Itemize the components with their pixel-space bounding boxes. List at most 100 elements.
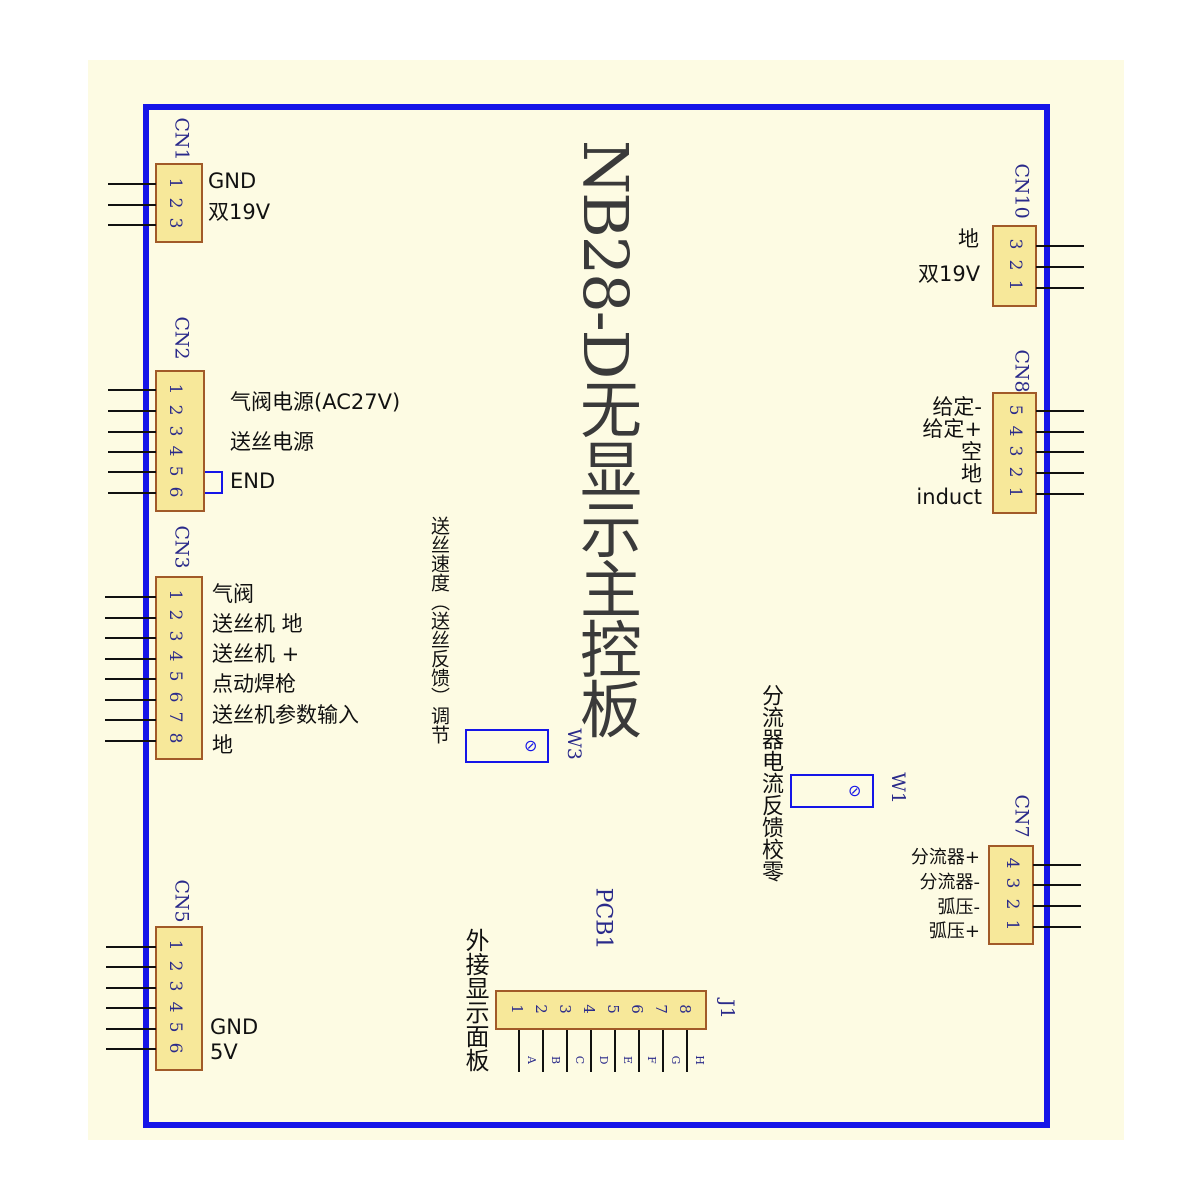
cn8-pin: 5 xyxy=(1005,404,1025,416)
cn2-end-bridge xyxy=(205,492,223,494)
cn3-id: CN3 xyxy=(170,525,193,569)
cn3-pin: 4 xyxy=(165,650,185,662)
cn5-label-gnd: GND xyxy=(210,1015,259,1039)
j1-pin-letter: C xyxy=(573,1055,586,1065)
cn10-id: CN10 xyxy=(1010,163,1033,219)
cn1-lead xyxy=(108,183,156,185)
cn3-label-valve: 气阀 xyxy=(212,582,254,606)
w3-wiper-icon: ⊘ xyxy=(524,736,538,755)
j1-lead xyxy=(590,1030,592,1072)
j1-lead xyxy=(686,1030,688,1072)
cn3-lead xyxy=(105,637,156,639)
cn3-label-feeder-plus: 送丝机 + xyxy=(212,642,300,666)
cn8-label-induct: induct xyxy=(916,485,982,509)
cn7-connector xyxy=(988,845,1034,945)
cn2-pin: 4 xyxy=(165,445,185,457)
cn2-pin: 6 xyxy=(165,486,185,498)
cn1-label-gnd: GND xyxy=(208,169,257,193)
cn3-label-ground: 地 xyxy=(212,733,233,757)
cn3-lead xyxy=(105,740,156,742)
cn8-label-ground: 地 xyxy=(961,462,982,486)
cn2-end-bridge xyxy=(205,471,223,473)
cn7-label-arc-plus: 弧压+ xyxy=(928,921,980,942)
cn8-pin: 1 xyxy=(1005,486,1025,498)
cn3-label-jog-torch: 点动焊枪 xyxy=(212,672,296,696)
cn10-connector xyxy=(992,225,1037,307)
w3-id: W3 xyxy=(562,728,585,760)
cn3-label-feeder-param: 送丝机参数输入 xyxy=(212,703,359,727)
j1-lead xyxy=(542,1030,544,1072)
cn5-lead xyxy=(106,987,156,989)
cn5-pin: 5 xyxy=(165,1021,185,1033)
cn5-pin: 3 xyxy=(165,980,185,992)
cn3-pin: 8 xyxy=(165,732,185,744)
j1-pin-letter: H xyxy=(693,1055,706,1065)
cn3-pin: 6 xyxy=(165,691,185,703)
w1-potentiometer xyxy=(790,774,874,808)
cn2-lead xyxy=(108,431,156,433)
cn10-label-ground: 地 xyxy=(958,227,979,251)
cn5-pin: 4 xyxy=(165,1001,185,1013)
cn10-lead xyxy=(1036,287,1084,289)
j1-pin: 4 xyxy=(580,1004,598,1014)
cn8-pin: 4 xyxy=(1005,425,1025,437)
cn7-label-arc-minus: 弧压- xyxy=(937,897,981,918)
cn8-label-set-minus: 给定- xyxy=(932,395,982,419)
cn5-id: CN5 xyxy=(170,879,193,923)
cn3-pin: 2 xyxy=(165,609,185,621)
cn10-label-19v: 双19V xyxy=(918,262,981,286)
cn3-pin: 7 xyxy=(165,711,185,723)
j1-lead xyxy=(518,1030,520,1072)
cn7-label-shunt-plus: 分流器+ xyxy=(910,847,980,868)
j1-pin-letter: F xyxy=(645,1056,658,1064)
cn7-label-shunt-minus: 分流器- xyxy=(919,872,981,893)
cn2-lead xyxy=(108,389,156,391)
j1-pin: 1 xyxy=(508,1004,526,1014)
j1-pin: 2 xyxy=(532,1004,550,1014)
cn2-lead xyxy=(108,492,156,494)
cn7-pin: 2 xyxy=(1002,898,1022,910)
cn8-id: CN8 xyxy=(1010,349,1033,393)
j1-lead xyxy=(638,1030,640,1072)
cn2-pin: 5 xyxy=(165,465,185,477)
cn2-end-bridge xyxy=(221,471,223,494)
cn2-label-end: END xyxy=(230,469,276,493)
cn5-lead xyxy=(106,966,156,968)
j1-pin-letter: E xyxy=(621,1055,634,1065)
cn3-pin: 1 xyxy=(165,589,185,601)
cn10-pin: 3 xyxy=(1005,238,1025,250)
cn8-connector xyxy=(992,392,1037,514)
board-outline xyxy=(143,104,1050,1128)
cn10-lead xyxy=(1036,266,1084,268)
j1-pin-letter: B xyxy=(549,1055,562,1065)
w1-wiper-icon: ⊘ xyxy=(848,781,862,800)
cn7-pin: 1 xyxy=(1002,919,1022,931)
cn5-pin: 6 xyxy=(165,1042,185,1054)
cn5-lead xyxy=(106,1048,156,1050)
cn2-pin: 2 xyxy=(165,404,185,416)
cn3-label-feeder-ground: 送丝机 地 xyxy=(212,612,303,636)
cn1-lead xyxy=(108,204,156,206)
cn3-lead xyxy=(105,678,156,680)
j1-pin-letter: G xyxy=(669,1055,682,1065)
cn2-pin: 1 xyxy=(165,383,185,395)
cn2-lead xyxy=(108,471,156,473)
j1-pin: 6 xyxy=(628,1004,646,1014)
cn1-label-19v: 双19V xyxy=(208,200,271,224)
cn2-lead xyxy=(108,410,156,412)
cn7-lead xyxy=(1033,864,1081,866)
j1-pin: 3 xyxy=(556,1004,574,1014)
cn8-label-set-plus: 给定+ xyxy=(922,417,982,441)
j1-id: J1 xyxy=(715,999,738,1019)
cn5-lead xyxy=(106,1007,156,1009)
cn1-pin: 2 xyxy=(165,197,185,209)
cn3-lead xyxy=(105,658,156,660)
cn10-pin: 2 xyxy=(1005,259,1025,271)
cn5-pin: 1 xyxy=(165,939,185,951)
cn8-lead xyxy=(1036,431,1084,433)
cn7-lead xyxy=(1033,884,1081,886)
cn5-pin: 2 xyxy=(165,960,185,972)
cn2-label-feed-power: 送丝电源 xyxy=(230,430,314,454)
cn8-lead xyxy=(1036,410,1084,412)
cn5-connector xyxy=(155,926,203,1071)
